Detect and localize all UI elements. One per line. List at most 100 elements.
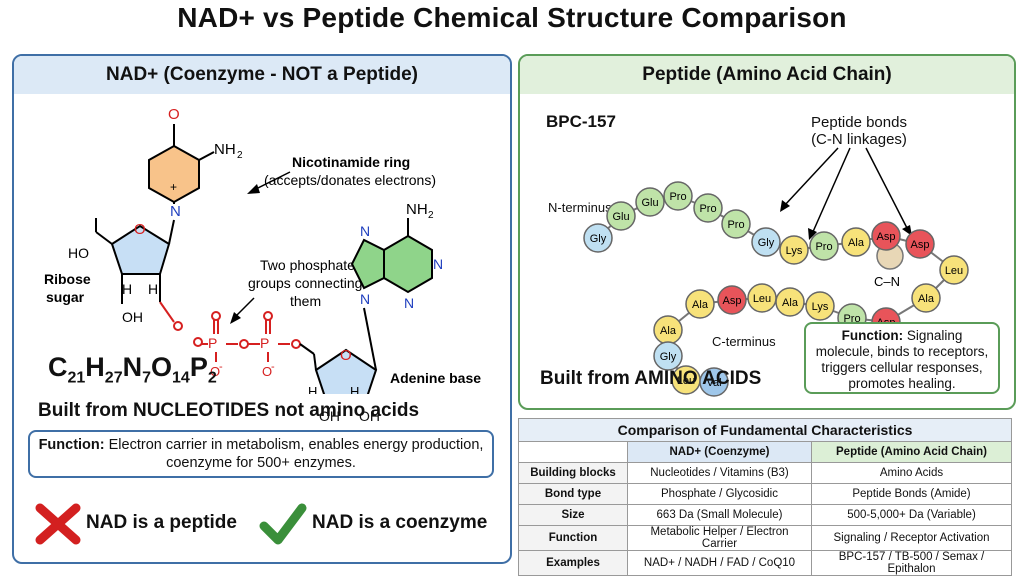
amino-acid-bead: Gly xyxy=(653,341,683,371)
ribose-2-oh-1: OH xyxy=(319,408,340,424)
amino-acid-label: Ala xyxy=(848,237,865,249)
amino-acid-circle xyxy=(606,201,636,231)
svg-text:N: N xyxy=(360,223,370,239)
nad-built-from: Built from NUCLEOTIDES not amino acids xyxy=(38,400,420,421)
amino-acid-circle xyxy=(583,223,613,253)
peptide-name: BPC-157 xyxy=(546,112,616,131)
nicotinamide-label: Nicotinamide ring xyxy=(292,154,410,170)
comparison-table: Comparison of Fundamental Characteristic… xyxy=(518,418,1012,576)
nad-structure-diagram: O NH 2 + N Nicotinamide ring (accepts/do… xyxy=(44,106,481,394)
right-claim: NAD is a coenzyme xyxy=(312,512,488,533)
nad-function-text: Electron carrier in metabolism, enables … xyxy=(108,437,484,471)
amino-acid-label: Glu xyxy=(641,197,658,209)
peptide-function-text: Signaling molecule, binds to receptors, … xyxy=(815,328,989,391)
row-label: Bond type xyxy=(518,483,628,505)
peptide-bonds-label: Peptide bonds (C-N linkages) xyxy=(811,114,907,148)
c-terminus-label: C-terminus xyxy=(712,334,776,349)
nad-panel-heading: NAD+ (Coenzyme - NOT a Peptide) xyxy=(14,56,510,94)
svg-text:O: O xyxy=(210,364,220,379)
amino-acid-circle xyxy=(693,193,723,223)
amino-acid-label: Glu xyxy=(612,211,629,223)
amino-acid-circle xyxy=(911,283,941,313)
amino-acid-label: Pro xyxy=(727,219,744,231)
nicotinamide-oxygen: O xyxy=(168,106,180,123)
amino-acid-label: Asp xyxy=(877,231,896,243)
amino-acid-label: Asp xyxy=(723,295,742,307)
svg-text:H: H xyxy=(122,281,132,297)
amino-acid-bead: Pro xyxy=(809,231,839,261)
wrong-claim: NAD is a peptide xyxy=(86,512,237,533)
amino-acid-bead: Pro xyxy=(721,209,751,239)
table-row: Building blocks Nucleotides / Vitamins (… xyxy=(518,462,1012,484)
cell-nad: Nucleotides / Vitamins (B3) xyxy=(627,462,812,484)
svg-text:OH: OH xyxy=(122,309,143,325)
hydroxymethyl: HO xyxy=(68,245,89,261)
amino-acid-label: Ala xyxy=(782,297,799,309)
amino-acid-label: Pro xyxy=(815,241,832,253)
amino-acid-label: Val xyxy=(706,377,721,389)
row-label: Size xyxy=(518,504,628,526)
amino-acid-circle xyxy=(841,227,871,257)
amino-acid-bead: Asp xyxy=(871,221,901,251)
amino-acid-label: Ala xyxy=(918,293,935,305)
amino-acid-circle xyxy=(653,341,683,371)
amino-acid-circle xyxy=(747,283,777,313)
ribose-ring-2 xyxy=(314,348,378,394)
peptide-built-from: Built from AMINO ACIDS xyxy=(540,368,762,389)
peptide-function-label: Function: xyxy=(841,328,904,343)
amino-acid-bead: Pro xyxy=(693,193,723,223)
amino-acid-bead: Lys xyxy=(779,235,809,265)
amino-acid-circle xyxy=(717,285,747,315)
amino-acid-label: Leu xyxy=(753,293,771,305)
cell-peptide: 500-5,000+ Da (Variable) xyxy=(811,504,1012,526)
amino-acid-bead: Glu xyxy=(606,201,636,231)
amino-acid-bead: Gly xyxy=(583,223,613,253)
amino-acid-bead: Leu xyxy=(671,365,701,395)
svg-text:N: N xyxy=(433,256,443,272)
amino-acid-circle xyxy=(779,235,809,265)
cell-nad: Phosphate / Glycosidic xyxy=(627,483,812,505)
row-label: Function xyxy=(518,525,628,551)
peptide-panel-heading: Peptide (Amino Acid Chain) xyxy=(520,56,1014,94)
table-row: Bond type Phosphate / Glycosidic Peptide… xyxy=(518,483,1012,505)
svg-text:-: - xyxy=(219,361,223,373)
adenine-ring-6 xyxy=(383,234,433,294)
nicotinamide-amine: NH xyxy=(214,141,236,158)
amino-acid-bead: Ala xyxy=(911,283,941,313)
amino-acid-circle xyxy=(939,255,969,285)
svg-text:-: - xyxy=(271,361,275,373)
svg-text:them: them xyxy=(290,293,321,309)
nicotinamide-charge: + xyxy=(170,180,177,194)
cell-peptide: Peptide Bonds (Amide) xyxy=(811,483,1012,505)
svg-text:N: N xyxy=(404,295,414,311)
amino-acid-label: Lys xyxy=(786,245,803,257)
amino-acid-label: Leu xyxy=(945,265,963,277)
ribose-ring-1 xyxy=(110,224,171,275)
cell-nad: 663 Da (Small Molecule) xyxy=(627,504,812,526)
cell-peptide: Signaling / Receptor Activation xyxy=(811,525,1012,551)
svg-text:H: H xyxy=(308,384,317,394)
amino-acid-circle xyxy=(809,231,839,261)
amino-acid-circle xyxy=(805,291,835,321)
check-icon xyxy=(259,503,307,545)
amino-acid-bead: Ala xyxy=(653,315,683,345)
amino-acid-label: Pro xyxy=(699,203,716,215)
svg-text:NH: NH xyxy=(406,201,428,218)
svg-text:O: O xyxy=(134,221,146,238)
cross-icon xyxy=(35,503,81,545)
page-title: NAD+ vs Peptide Chemical Structure Compa… xyxy=(177,2,847,33)
nicotinamide-note: (accepts/donates electrons) xyxy=(264,172,436,188)
amino-acid-bead: Ala xyxy=(775,287,805,317)
adenine-ring-5 xyxy=(350,238,385,290)
phosphate-label: Two phosphate xyxy=(260,257,355,273)
amino-acid-bead: Lys xyxy=(805,291,835,321)
svg-text:H: H xyxy=(148,281,158,297)
amino-acid-bead: Leu xyxy=(939,255,969,285)
amino-acid-circle xyxy=(751,227,781,257)
amino-acid-label: Pro xyxy=(669,191,686,203)
amino-acid-bead: Ala xyxy=(685,289,715,319)
table-col-nad: NAD+ (Coenzyme) xyxy=(627,441,812,463)
amino-acid-circle xyxy=(635,187,665,217)
svg-text:H: H xyxy=(350,384,359,394)
comparison-table-wrap: Comparison of Fundamental Characteristic… xyxy=(518,418,1012,576)
